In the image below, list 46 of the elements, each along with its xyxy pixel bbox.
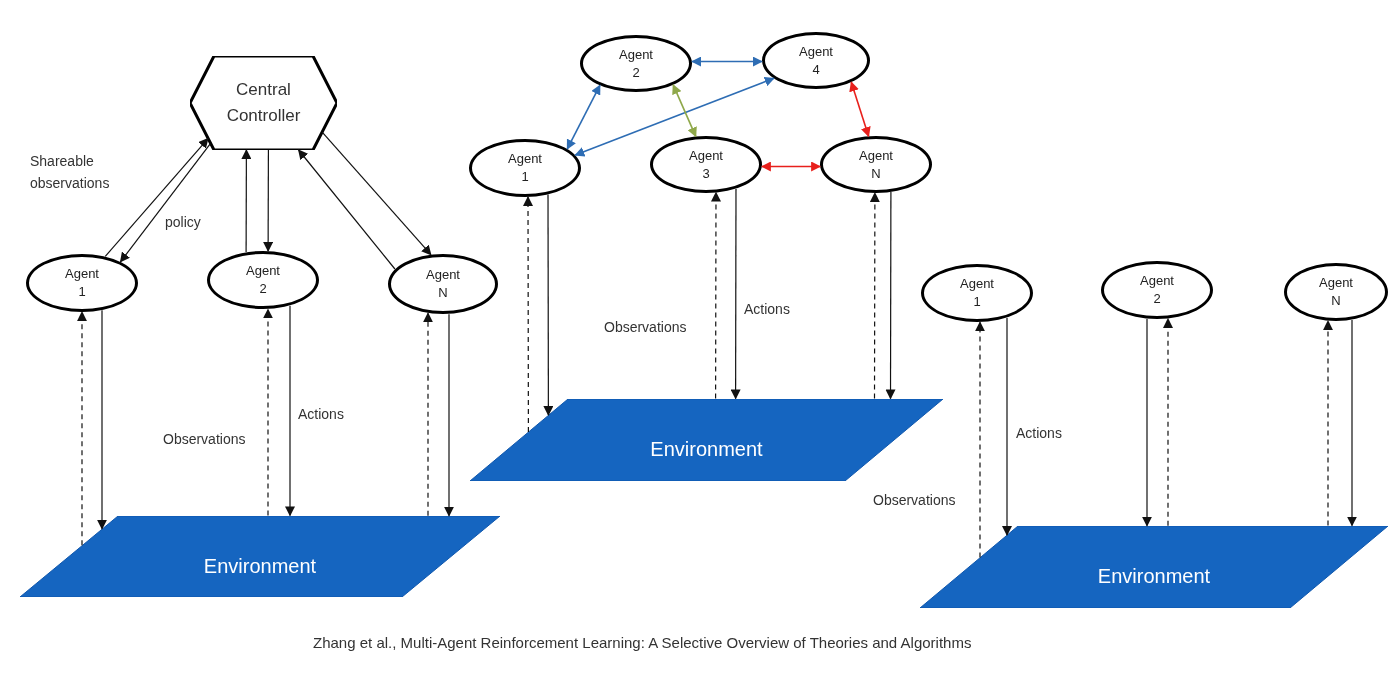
double-arrow [672,84,697,138]
arrow [1142,318,1152,527]
agent-ellipse: Agent 4 [762,32,870,89]
arrow [543,194,554,416]
double-arrow [566,84,601,150]
double-arrow [691,56,763,67]
dashed-arrow [263,308,273,516]
dashed-arrow [975,321,985,559]
dashed-arrow [523,196,533,433]
arrow [104,137,209,257]
agent-ellipse: Agent 2 [1101,261,1213,319]
double-arrow [760,161,822,172]
environment-parallelogram: Environment [920,526,1388,608]
agent-ellipse: Agent 3 [650,136,762,193]
arrow [97,309,107,530]
agent-ellipse: Agent N [388,254,498,314]
arrow [263,149,274,252]
arrow [730,188,741,400]
arrow [285,305,295,517]
dashed-arrow [1323,320,1333,527]
agent-ellipse: Agent 1 [921,264,1033,322]
agent-ellipse: Agent N [820,136,932,193]
environment-parallelogram: Environment [20,516,500,597]
agent-ellipse: Agent 1 [469,139,581,197]
dashed-arrow [869,192,880,400]
arrow [321,131,432,256]
arrow [444,313,454,517]
arrow [241,149,252,253]
arrow [119,143,211,263]
dashed-arrow [77,311,87,546]
agent-ellipse: Agent 1 [26,254,138,312]
dashed-arrow [711,191,721,400]
dashed-arrow [1163,317,1173,527]
caption: Zhang et al., Multi-Agent Reinforcement Learning: A Selective Overview of Theories and Algorithms [313,633,973,653]
environment-parallelogram: Environment [470,399,943,481]
arrow [1002,317,1012,536]
arrow [297,149,396,270]
double-arrow [849,81,871,138]
double-arrow [574,76,775,157]
controller-hexagon: Central Controller [190,56,337,150]
arrow [885,191,896,400]
agent-ellipse: Agent 2 [207,251,319,309]
dashed-arrow [423,312,433,517]
agent-ellipse: Agent 2 [580,35,692,92]
arrow [1347,319,1357,527]
agent-ellipse: Agent N [1284,263,1388,321]
